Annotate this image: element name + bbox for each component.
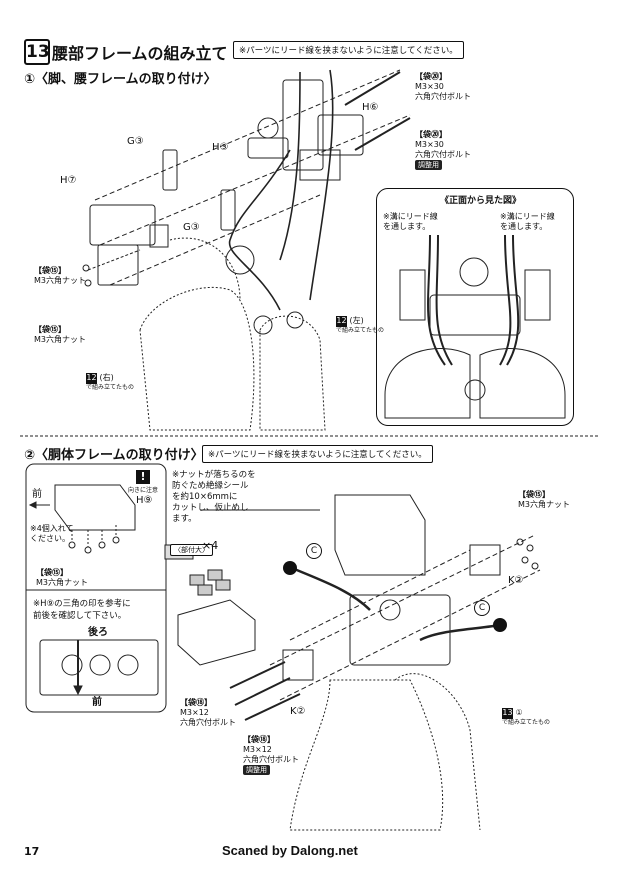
ref13-num: 13 <box>502 708 513 717</box>
bolt2-adjust-tag: 調整用 <box>415 160 442 170</box>
h9-note-line2: 前後を確認して下さい。 <box>33 611 127 621</box>
bolt2-name: 六角穴付ボルト <box>415 150 471 159</box>
right-note-line2: を通します。 <box>500 222 548 231</box>
label-h6: H⑥ <box>362 102 379 113</box>
seal-note-line1: ※ナットが落ちるのを <box>172 470 256 480</box>
left-note-line2: を通します。 <box>383 222 431 231</box>
warning-caption: 向きに注意 <box>128 487 159 494</box>
left-leg-num: 12 <box>336 316 347 325</box>
nut-right-callout: 【袋⑮】 M3六角ナット <box>518 490 570 510</box>
h9-note-line1: ※H⑨の三角の印を参考に <box>33 599 131 609</box>
label-h9: H⑨ <box>136 495 153 506</box>
bolt4-name: 六角穴付ボルト <box>243 755 299 764</box>
front-view-right-note: ※溝にリード線 を通します。 <box>500 212 555 232</box>
seal-note-line2: 防ぐため絶縁シール <box>172 481 249 491</box>
right-note-line1: ※溝にリード線 <box>500 212 555 221</box>
step-title: 腰部フレームの組み立て <box>52 44 228 63</box>
nut-right-name: M3六角ナット <box>518 500 570 509</box>
nut1-name: M3六角ナット <box>34 276 86 285</box>
bolt1-name: 六角穴付ボルト <box>415 92 471 101</box>
bolt1-size: M3×30 <box>415 82 444 91</box>
nut-small-callout: 【袋⑮】 M3六角ナット <box>36 568 88 588</box>
bolt4-size: M3×12 <box>243 745 272 754</box>
section2-heading: ②〈胴体フレームの取り付け〉 <box>24 448 204 463</box>
nut2-bag: 【袋⑮】 <box>34 325 66 334</box>
nut-small-name: M3六角ナット <box>36 578 88 587</box>
connector-c-label-2: C <box>474 600 490 616</box>
nut-right-bag: 【袋⑮】 <box>518 490 550 499</box>
ref13-sub: で組み立てたもの <box>502 719 551 726</box>
insert4-note: ※4個入れて ください。 <box>30 524 74 544</box>
label-k2a: K② <box>508 575 524 586</box>
seal-count: ×4 <box>202 539 219 552</box>
scan-credit: Scaned by Dalong.net <box>222 843 358 858</box>
h9-orientation-note: ※H⑨の三角の印を参考に 前後を確認して下さい。 <box>33 598 131 622</box>
left-leg-sub: で組み立てたもの <box>336 327 385 334</box>
bolt2-bag: 【袋⑳】 <box>415 130 447 139</box>
ref13-circ: ① <box>515 708 523 717</box>
section1-heading: ①〈脚、腰フレームの取り付け〉 <box>24 72 217 87</box>
front-view-title: 《正面から見た図》 <box>440 196 522 206</box>
nut2-name: M3六角ナット <box>34 335 86 344</box>
nut1-callout: 【袋⑮】 M3六角ナット <box>34 266 86 286</box>
bolt1-bag: 【袋⑳】 <box>415 72 447 81</box>
bolt3-name: 六角穴付ボルト <box>180 718 236 727</box>
left-leg-ref: 12 (左) で組み立てたもの <box>336 316 384 336</box>
bolt4-callout: 【袋⑱】 M3×12 六角穴付ボルト 調整用 <box>243 735 299 775</box>
seal-note-line3: を約10×6mmに <box>172 492 238 502</box>
section2-note: ※パーツにリード線を挟まないように注意してください。 <box>202 445 433 463</box>
label-h3: H③ <box>212 142 229 153</box>
right-leg-sub: で組み立てたもの <box>86 384 135 391</box>
nut-small-bag: 【袋⑮】 <box>36 568 68 577</box>
right-leg-side: (右) <box>99 373 114 382</box>
bolt4-adjust-tag: 調整用 <box>243 765 270 775</box>
front2-label: 前 <box>92 697 102 708</box>
front-view-left-note: ※溝にリード線 を通します。 <box>383 212 438 232</box>
bolt3-bag: 【袋⑱】 <box>180 698 212 707</box>
bolt3-callout: 【袋⑱】 M3×12 六角穴付ボルト <box>180 698 236 728</box>
bolt2-size: M3×30 <box>415 140 444 149</box>
label-h7: H⑦ <box>60 175 77 186</box>
bolt2-callout: 【袋⑳】 M3×30 六角穴付ボルト 調整用 <box>415 130 471 170</box>
seal-note-line5: ます。 <box>172 514 197 524</box>
front-view-inset <box>376 188 574 426</box>
seal-note: ※ナットが落ちるのを 防ぐため絶縁シール を約10×6mmに カットし、仮止めし… <box>172 470 256 525</box>
back-label: 後ろ <box>88 627 108 638</box>
connector-c-label-1: C <box>306 543 322 559</box>
right-leg-num: 12 <box>86 373 97 382</box>
page-number: 17 <box>24 845 40 858</box>
seal-tag: 〈部付大〉 <box>170 544 213 556</box>
bolt4-bag: 【袋⑱】 <box>243 735 275 744</box>
nut1-bag: 【袋⑮】 <box>34 266 66 275</box>
front-label: 前 <box>32 489 42 500</box>
bolt1-callout: 【袋⑳】 M3×30 六角穴付ボルト <box>415 72 471 102</box>
label-g3a: G③ <box>127 136 144 147</box>
label-g3b: G③ <box>183 222 200 233</box>
bolt3-size: M3×12 <box>180 708 209 717</box>
right-leg-ref: 12 (右) で組み立てたもの <box>86 373 134 393</box>
seal-note-line4: カットし、仮止めし <box>172 503 249 513</box>
insert4-line2: ください。 <box>30 534 70 543</box>
label-k2b: K② <box>290 706 306 717</box>
insert4-line1: ※4個入れて <box>30 524 74 533</box>
warning-icon: ! <box>140 470 146 483</box>
left-leg-side: (左) <box>349 316 364 325</box>
step-number: 13 <box>24 39 50 65</box>
left-note-line1: ※溝にリード線 <box>383 212 438 221</box>
nut2-callout: 【袋⑮】 M3六角ナット <box>34 325 86 345</box>
step-note: ※パーツにリード線を挟まないように注意してください。 <box>233 41 464 59</box>
ref13-callout: 13 ① で組み立てたもの <box>502 708 550 728</box>
